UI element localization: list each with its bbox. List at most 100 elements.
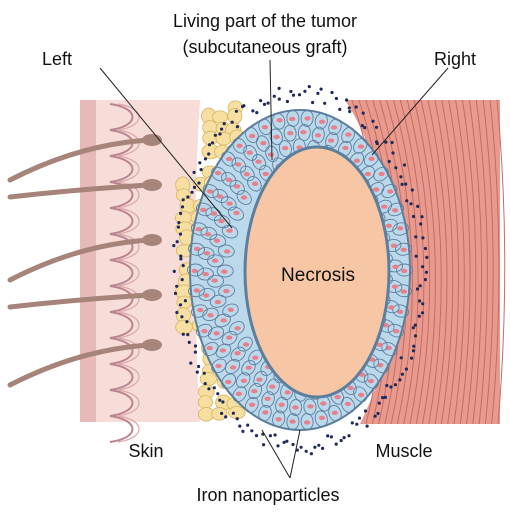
nanoparticle-dot: [419, 284, 422, 287]
nanoparticle-dot: [355, 423, 358, 426]
nanoparticle-dot: [193, 186, 196, 189]
fat-lobule: [176, 320, 193, 334]
cell-nucleus: [215, 171, 221, 175]
cell-nucleus: [194, 288, 200, 292]
nanoparticle-dot: [300, 446, 303, 449]
cell-nucleus: [276, 417, 282, 421]
muscle-label: Muscle: [375, 440, 432, 462]
nanoparticle-dot: [305, 450, 308, 453]
nanoparticle-dot: [186, 195, 189, 198]
nanoparticle-dot: [311, 101, 314, 104]
nanoparticle-dot: [262, 443, 265, 446]
nanoparticle-dot: [285, 440, 288, 443]
cell-nucleus: [246, 366, 252, 370]
cell-nucleus: [287, 131, 293, 135]
cell-nucleus: [192, 269, 198, 273]
nanoparticle-dot: [321, 447, 324, 450]
cell-nucleus: [226, 157, 232, 161]
cell-nucleus: [214, 239, 220, 243]
nanoparticle-dot: [203, 372, 206, 375]
nanoparticle-dot: [376, 412, 379, 415]
tumor-label-line1: Living part of the tumor: [173, 10, 357, 32]
cell-nucleus: [278, 403, 284, 407]
left-label: Left: [42, 48, 72, 70]
nanoparticle-dot: [347, 434, 350, 437]
nanoparticle-dot: [424, 247, 427, 250]
nanoparticle-dot: [400, 356, 403, 359]
cell-nucleus: [304, 420, 310, 424]
nanoparticle-dot: [326, 434, 329, 437]
cell-nucleus: [284, 390, 290, 394]
nanoparticle-dot: [172, 244, 175, 247]
nanoparticle-dot: [211, 141, 214, 144]
nanoparticle-dot: [188, 341, 191, 344]
cell-nucleus: [256, 378, 262, 382]
nanoparticle-dot: [405, 368, 408, 371]
cell-nucleus: [300, 130, 306, 134]
right-label: Right: [434, 48, 476, 70]
tumor-label-line2: (subcutaneous graft): [182, 36, 347, 58]
nanoparticle-dot: [388, 160, 391, 163]
cell-nucleus: [249, 134, 255, 138]
cell-nucleus: [315, 133, 321, 137]
cell-nucleus: [264, 397, 270, 401]
leader-iron-b: [290, 430, 300, 478]
cell-nucleus: [401, 289, 407, 293]
cell-nucleus: [307, 404, 313, 408]
nanoparticle-dot: [267, 102, 270, 105]
cell-nucleus: [345, 132, 351, 136]
nanoparticle-dot: [283, 441, 286, 444]
cell-nucleus: [381, 205, 387, 209]
nanoparticle-dot: [421, 236, 424, 239]
cell-nucleus: [228, 308, 234, 312]
nanoparticle-dot: [320, 88, 323, 91]
nanoparticle-dot: [425, 256, 428, 259]
cell-nucleus: [252, 182, 258, 186]
cell-nucleus: [328, 138, 334, 142]
cell-nucleus: [236, 392, 242, 396]
cell-nucleus: [241, 379, 247, 383]
nanoparticle-dot: [394, 383, 397, 386]
cell-nucleus: [211, 211, 217, 215]
nanoparticle-dot: [213, 386, 216, 389]
nanoparticle-dot: [414, 334, 417, 337]
nanoparticle-dot: [411, 188, 414, 191]
cell-nucleus: [292, 405, 298, 409]
cell-nucleus: [226, 229, 232, 233]
nanoparticle-dot: [179, 257, 182, 260]
cell-nucleus: [320, 401, 326, 405]
cell-nucleus: [397, 226, 403, 230]
cell-nucleus: [391, 244, 397, 248]
nanoparticle-dot: [398, 378, 401, 381]
nanoparticle-dot: [338, 108, 341, 111]
nanoparticle-dot: [374, 415, 377, 418]
cell-nucleus: [201, 329, 207, 333]
nanoparticle-dot: [313, 446, 316, 449]
cell-nucleus: [234, 326, 240, 330]
nanoparticle-dot: [317, 444, 320, 447]
hair-bulb-5: [142, 339, 162, 351]
cell-nucleus: [234, 184, 240, 188]
nanoparticle-dot: [419, 222, 422, 225]
fat-lobule: [228, 108, 242, 124]
nanoparticle-dot: [345, 98, 348, 101]
cell-nucleus: [401, 248, 407, 252]
nanoparticle-dot: [418, 299, 421, 302]
nanoparticle-dot: [323, 102, 326, 105]
nanoparticle-dot: [198, 161, 201, 164]
nanoparticle-dot: [250, 429, 253, 432]
nanoparticle-dot: [197, 181, 200, 184]
cell-nucleus: [387, 189, 393, 193]
nanoparticle-dot: [330, 435, 333, 438]
nanoparticle-dot: [236, 417, 239, 420]
cell-nucleus: [393, 329, 399, 333]
hair-bulb-2: [142, 179, 162, 191]
nanoparticle-dot: [355, 105, 358, 108]
cell-nucleus: [255, 160, 261, 164]
cell-nucleus: [225, 380, 231, 384]
nanoparticle-dot: [200, 168, 203, 171]
nanoparticle-dot: [421, 265, 424, 268]
nanoparticle-dot: [366, 425, 369, 428]
nanoparticle-dot: [204, 157, 207, 160]
cell-nucleus: [263, 172, 269, 176]
